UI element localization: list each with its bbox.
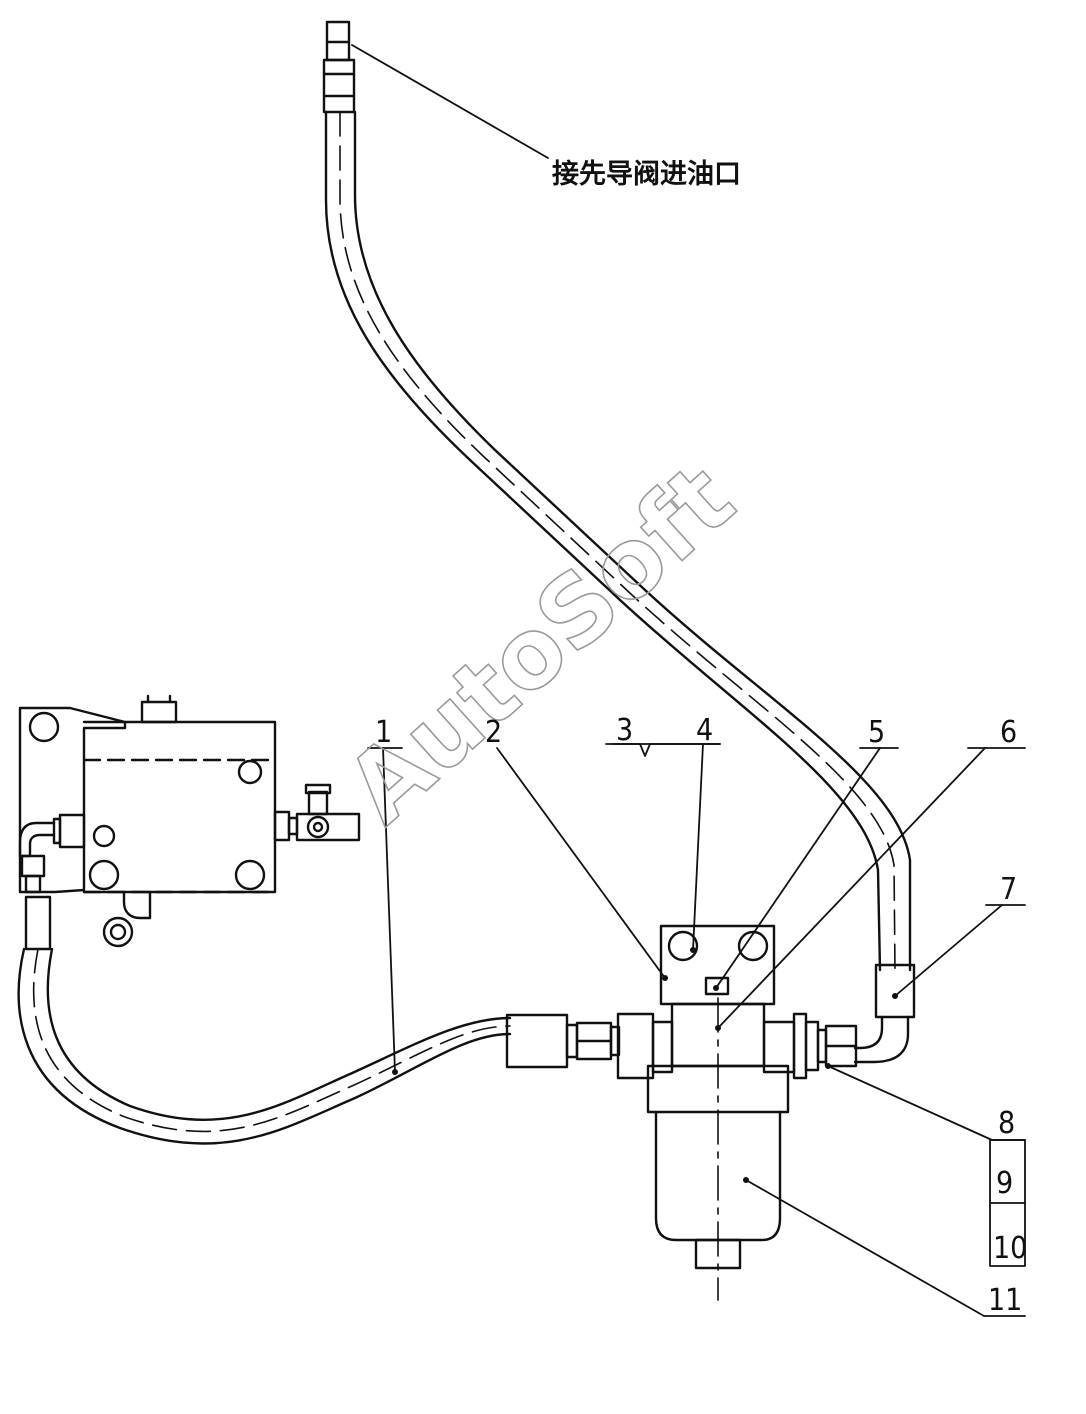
inlet-note-label: 接先导阀进油口 [552, 159, 741, 190]
filter-assembly [616, 924, 858, 1301]
callout-6: 6 [1000, 715, 1017, 750]
callout-7: 7 [1000, 872, 1017, 907]
callout-3: 3 [616, 713, 633, 748]
callout-8: 8 [998, 1106, 1015, 1141]
callout-11: 11 [988, 1283, 1022, 1318]
leader-lines [351, 44, 1026, 1317]
callout-9: 9 [996, 1166, 1013, 1201]
valve-block [18, 694, 361, 948]
callout-4: 4 [696, 713, 713, 748]
watermark-text: AutoSoft [325, 443, 755, 846]
callout-1: 1 [375, 715, 392, 750]
lower-hose [17, 895, 621, 1145]
callout-10: 10 [993, 1231, 1027, 1266]
upper-hose [322, 20, 916, 1064]
callout-2: 2 [485, 715, 502, 750]
callout-5: 5 [868, 715, 885, 750]
